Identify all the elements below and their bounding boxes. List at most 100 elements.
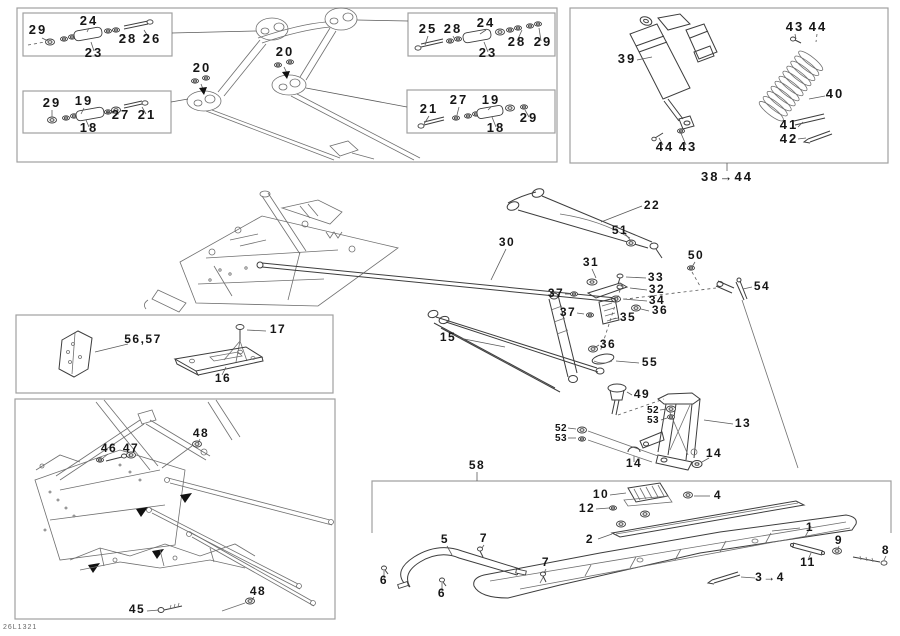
inset-shock-absorber: 43 44 39 40 41 42 44 43 38→44 <box>569 7 889 184</box>
callout-48-b: 48 <box>250 584 266 598</box>
leader-lines <box>102 438 255 612</box>
callout-42: 42 <box>780 131 798 146</box>
callout-19-b: 19 <box>482 92 500 107</box>
callout-24-a: 24 <box>80 13 98 28</box>
callout-31: 31 <box>583 255 599 269</box>
callout-49: 49 <box>634 387 650 401</box>
shock-installed-art <box>548 292 578 383</box>
callout-41: 41 <box>780 117 798 132</box>
callout-45: 45 <box>129 602 145 616</box>
stopper-14-art <box>627 446 703 468</box>
callout-27-b: 27 <box>450 92 468 107</box>
ski-assembly-group: 58 10 4 12 2 5 7 7 6 6 1 9 8 11 3→4 <box>371 458 892 600</box>
callout-33: 33 <box>648 270 664 284</box>
callout-29-c: 29 <box>534 34 552 49</box>
callout-34: 34 <box>649 293 665 307</box>
inset-upper-left: 29 24 28 26 23 29 19 27 21 18 20 20 25 2… <box>16 7 558 163</box>
callout-9: 9 <box>835 533 843 547</box>
plate-16-art <box>173 346 264 377</box>
coil-spring-art <box>758 50 824 122</box>
callout-44-b: 44 <box>656 139 674 154</box>
callout-44-a: 44 <box>809 19 827 34</box>
diagram-reference-code: 26L1321 <box>3 624 37 631</box>
leader-lines <box>383 492 887 591</box>
callout-29-b: 29 <box>43 95 61 110</box>
callout-36-a: 36 <box>652 303 668 317</box>
bolt-17-art <box>223 324 248 363</box>
runner-carbide-art <box>706 542 888 585</box>
callout-21-b: 21 <box>420 101 438 116</box>
callout-32: 32 <box>649 282 665 296</box>
callout-50: 50 <box>688 248 704 262</box>
callout-54: 54 <box>754 279 770 293</box>
callout-51: 51 <box>612 223 628 237</box>
callout-29-d: 29 <box>520 110 538 125</box>
callout-36-b: 36 <box>600 337 616 351</box>
callout-28-c: 28 <box>444 21 462 36</box>
hardware-row-23-25 <box>414 21 542 51</box>
callout-40: 40 <box>826 86 844 101</box>
upper-a-arm-art <box>186 7 421 161</box>
callout-3-to-4: 3→4 <box>755 570 785 584</box>
callout-56-57: 56,57 <box>124 332 162 346</box>
inset-bracket-plate: 56,57 17 16 <box>15 314 334 394</box>
shock-absorber-art <box>629 13 802 142</box>
clamp-55-art <box>591 353 615 365</box>
spindle-13-art <box>639 392 701 471</box>
callout-23-b: 23 <box>479 45 497 60</box>
callout-53-b: 53 <box>555 433 567 444</box>
callout-20-a: 20 <box>193 60 211 75</box>
grip-pad-10-art <box>623 482 673 507</box>
callout-19-a: 19 <box>75 93 93 108</box>
tie-rod-end-54-art <box>715 277 799 469</box>
ball-joint-49-art <box>607 383 665 416</box>
callout-37-a: 37 <box>548 286 564 300</box>
callout-26: 26 <box>143 31 161 46</box>
callout-43-b: 43 <box>679 139 697 154</box>
callout-8: 8 <box>882 543 890 557</box>
hardware-52-53-art <box>577 405 676 463</box>
callout-7-a: 7 <box>480 531 488 545</box>
callout-4: 4 <box>714 488 722 502</box>
frame-module-art <box>34 399 334 607</box>
callout-24-b: 24 <box>477 15 495 30</box>
main-suspension-assembly: 22 51 30 50 54 31 33 32 34 37 36 37 35 1… <box>144 188 799 471</box>
callout-1: 1 <box>806 520 814 534</box>
callout-6-a: 6 <box>380 573 388 587</box>
inset-frame-module: 48 46 47 48 45 <box>14 398 336 620</box>
callout-58: 58 <box>469 458 485 472</box>
callout-20-b: 20 <box>276 44 294 59</box>
callout-53-a: 53 <box>647 415 659 426</box>
leader-lines <box>636 33 826 171</box>
callout-18-b: 18 <box>487 120 505 135</box>
callout-52-b: 52 <box>555 423 567 434</box>
callout-55: 55 <box>642 355 658 369</box>
ski-trim-plate-art <box>610 500 806 538</box>
callout-25: 25 <box>419 21 437 36</box>
bracket-56-57-art <box>58 330 93 378</box>
callout-14-a: 14 <box>626 456 642 470</box>
callout-27-a: 27 <box>112 107 130 122</box>
leader-lines <box>458 205 753 463</box>
callout-48-a: 48 <box>193 426 209 440</box>
callout-47: 47 <box>123 441 139 455</box>
callout-10: 10 <box>593 487 609 501</box>
callout-15: 15 <box>440 330 456 344</box>
callout-16: 16 <box>215 371 231 385</box>
callout-43-a: 43 <box>786 19 804 34</box>
callout-11: 11 <box>800 555 816 569</box>
ski-art <box>473 514 857 599</box>
ski-hardware-art <box>381 491 693 587</box>
callout-23-a: 23 <box>85 45 103 60</box>
upper-a-arm-main-art <box>506 188 663 259</box>
callout-28-a: 28 <box>119 31 137 46</box>
hardware-row-23-26 <box>27 19 154 46</box>
callout-22: 22 <box>644 198 660 212</box>
callout-5: 5 <box>441 532 449 546</box>
callout-12: 12 <box>579 501 595 515</box>
callout-29-a: 29 <box>29 22 47 37</box>
callout-6-b: 6 <box>438 586 446 600</box>
callout-37-b: 37 <box>560 305 576 319</box>
callout-39: 39 <box>618 51 636 66</box>
